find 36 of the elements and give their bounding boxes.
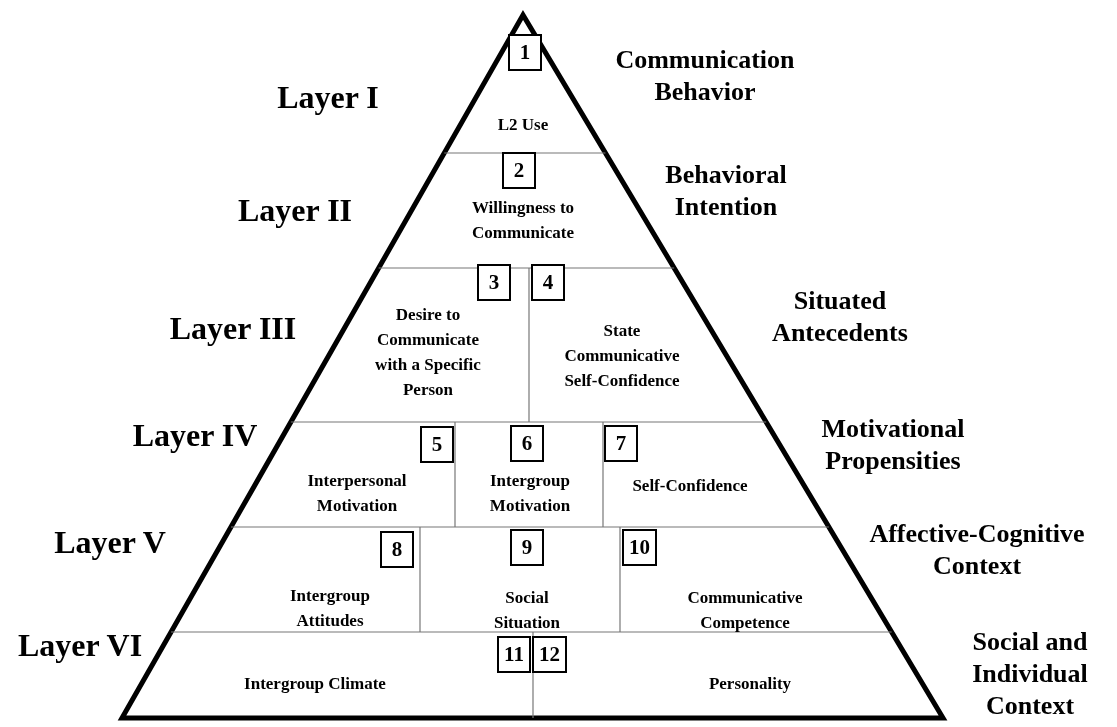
- category-label: Situated Antecedents: [771, 285, 909, 349]
- section-label: State Communicative Self-Confidence: [559, 317, 685, 393]
- section-label: Personality: [705, 670, 795, 696]
- layer-label: Layer VI: [17, 627, 143, 663]
- section-label: Intergroup Climate: [235, 670, 395, 696]
- callout-number: 9: [510, 529, 544, 566]
- layer-label: Layer I: [277, 79, 379, 115]
- callout-number: 7: [604, 425, 638, 462]
- category-label: Social and Individual Context: [971, 626, 1089, 722]
- callout-number: 1: [508, 34, 542, 71]
- section-label: Social Situation: [482, 585, 572, 635]
- section-label: Intergroup Motivation: [465, 468, 595, 518]
- category-label: Behavioral Intention: [664, 159, 788, 223]
- layer-label: Layer IV: [132, 417, 258, 453]
- category-label: Motivational Propensities: [820, 413, 966, 477]
- callout-number: 4: [531, 264, 565, 301]
- callout-number: 12: [532, 636, 567, 673]
- callout-number: 10: [622, 529, 657, 566]
- callout-number: 3: [477, 264, 511, 301]
- category-label: Affective-Cognitive Context: [868, 518, 1086, 582]
- callout-number: 6: [510, 425, 544, 462]
- section-label: L2 Use: [473, 111, 573, 137]
- callout-number: 11: [497, 636, 531, 673]
- callout-number: 5: [420, 426, 454, 463]
- section-label: Intergroup Attitudes: [255, 583, 405, 633]
- section-label: Willingness to Communicate: [438, 195, 608, 245]
- section-label: Self-Confidence: [610, 472, 770, 498]
- layer-label: Layer III: [169, 310, 297, 346]
- category-label: Communication Behavior: [614, 44, 796, 108]
- layer-label: Layer II: [237, 192, 353, 228]
- section-label: Communicative Competence: [660, 585, 830, 635]
- callout-number: 2: [502, 152, 536, 189]
- section-label: Interpersonal Motivation: [277, 468, 437, 518]
- section-label: Desire to Communicate with a Specific Person: [364, 302, 492, 402]
- layer-label: Layer V: [54, 524, 166, 560]
- callout-number: 8: [380, 531, 414, 568]
